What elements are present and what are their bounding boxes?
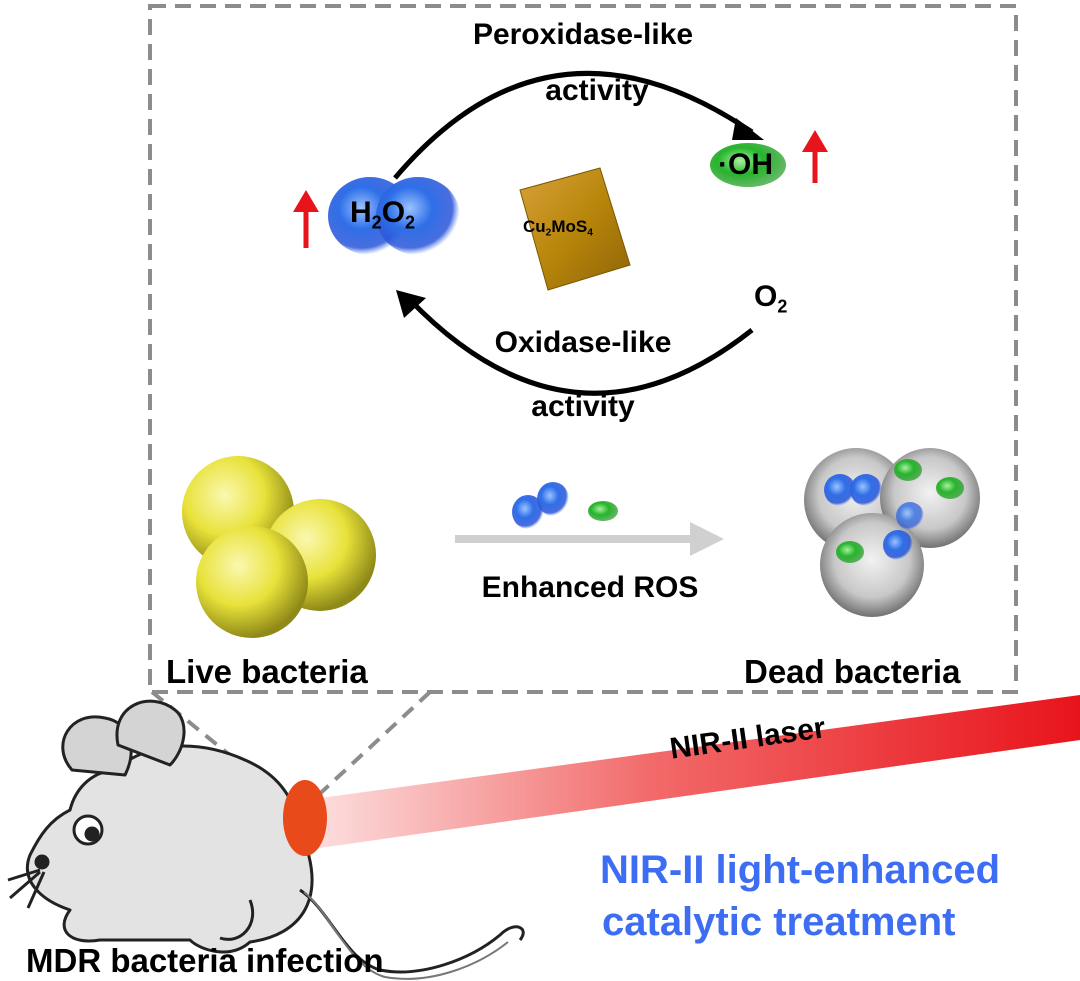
oxygen-label: O2: [754, 280, 788, 317]
oh-sphere: [710, 143, 786, 187]
h2o2-label: H2O2: [350, 196, 416, 233]
peroxidase-label-line1: Peroxidase-like: [472, 18, 694, 51]
ros-blue-sphere-2: [537, 482, 569, 516]
mouse-illustration: [7, 699, 525, 980]
oxidase-arc: [408, 298, 754, 396]
dead-bacteria-label: Dead bacteria: [744, 653, 961, 690]
hydroxyl-label: ·OH: [718, 148, 773, 181]
peroxidase-arrowhead: [732, 118, 764, 140]
live-bacteria-label: Live bacteria: [166, 653, 368, 690]
h2o2-sphere-right: [376, 177, 460, 255]
laser-beam: [305, 695, 1080, 850]
zoom-frame: [148, 4, 1018, 694]
peroxidase-label-line2: activity: [545, 74, 649, 107]
catalyst-label: Cu2MoS4: [523, 217, 593, 239]
ros-blue-sphere-1: [512, 495, 544, 529]
oh-increase-arrow: [802, 130, 828, 183]
oxidase-arrowhead: [396, 290, 426, 318]
oxidase-label-line1: Oxidase-like: [494, 326, 672, 359]
dead-bacteria-icon: [804, 448, 980, 617]
h2o2-increase-arrow: [293, 190, 319, 248]
infection-label: MDR bacteria infection: [26, 942, 384, 979]
ros-green-sphere: [588, 501, 618, 521]
enhanced-ros-label: Enhanced ROS: [481, 571, 699, 604]
live-bacteria-icon: [182, 456, 376, 638]
zoom-connector-right: [298, 690, 432, 814]
treatment-title-line1: NIR-II light-enhanced: [600, 848, 1000, 892]
infection-site: [283, 780, 327, 856]
catalyst-plate: [519, 167, 631, 291]
ros-arrow-head: [690, 522, 724, 556]
peroxidase-arc: [393, 70, 754, 180]
treatment-title-line2: catalytic treatment: [602, 900, 956, 944]
oxidase-label-line2: activity: [531, 390, 635, 423]
